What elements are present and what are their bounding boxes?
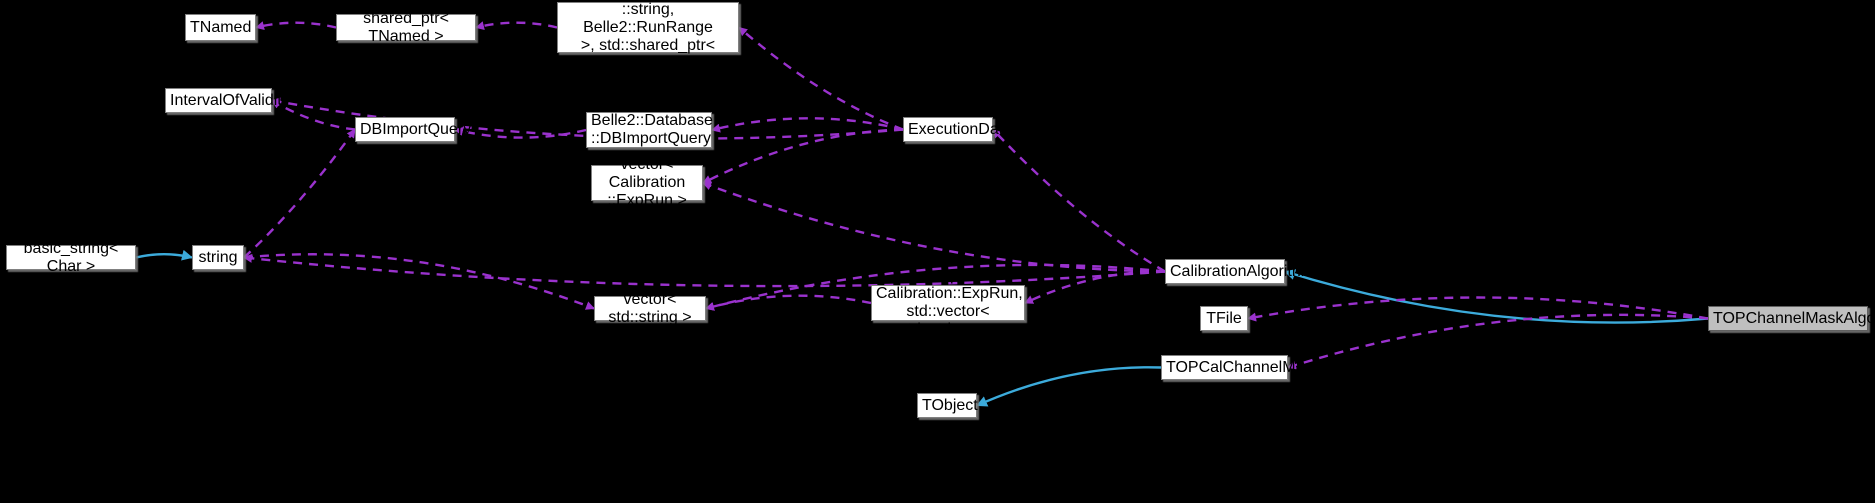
class-node-tnamed[interactable]: TNamed: [185, 14, 256, 41]
edge-topchannelmaskalg-to-calibrationalg: [1284, 269, 1709, 324]
class-node-shared_ptr_tnamed[interactable]: shared_ptr< TNamed >: [336, 10, 476, 45]
class-node-label: TOPChannelMaskAlgorithm: [1713, 309, 1875, 327]
edge-shared_ptr_tnamed-to-tnamed: [255, 21, 337, 31]
class-node-label: TObject: [922, 396, 978, 414]
edges-group: [135, 21, 1709, 407]
edge-map_exprun_vec-to-vector_string: [705, 294, 872, 311]
class-node-tfile[interactable]: TFile: [1200, 306, 1248, 331]
class-node-label: basic_string< Char >: [23, 239, 119, 275]
class-node-basic_string[interactable]: basic_string< Char >: [6, 240, 136, 275]
class-node-iov[interactable]: IntervalOfValidity: [165, 88, 290, 113]
class-node-label: vector< std::string >: [608, 290, 692, 326]
class-node-calibrationalg[interactable]: CalibrationAlgorithm: [1165, 259, 1315, 284]
class-node-map_pair[interactable]: map< std::pair< std ::string, Belle2::Ru…: [557, 1, 739, 72]
edge-calibrationalg-to-string: [243, 253, 1166, 288]
edge-calibrationalg-to-vector_exprun: [702, 181, 1166, 273]
edge-string-to-dbimportquery: [243, 128, 356, 259]
edge-calibrationalg-to-executiondata: [992, 128, 1166, 273]
edge-basic_string-to-string: [135, 249, 193, 261]
class-node-label: shared_ptr< TNamed >: [363, 9, 449, 45]
class-node-label: map< Calibration::ExpRun, std::vector< s…: [876, 267, 1023, 338]
class-node-label: list< Belle2::Database ::DBImportQuery >: [591, 94, 713, 165]
edge-executiondata-to-list_dbimport: [711, 117, 904, 133]
edge-calibrationalg-to-map_exprun_vec: [1024, 270, 1166, 305]
edge-list_dbimport-to-dbimportquery: [454, 127, 587, 139]
class-node-label: string: [198, 248, 238, 266]
class-node-vector_exprun[interactable]: vector< Calibration ::ExpRun >: [591, 156, 703, 209]
class-node-label: CalibrationAlgorithm: [1170, 262, 1315, 280]
class-node-topcalchannelmask[interactable]: TOPCalChannelMask: [1161, 355, 1321, 380]
class-node-tobject[interactable]: TObject: [917, 393, 978, 418]
class-node-label: TFile: [1206, 309, 1242, 327]
edge-string-to-vector_string: [243, 253, 595, 310]
class-node-executiondata[interactable]: ExecutionData: [903, 117, 1013, 142]
edge-topchannelmaskalg-to-tfile: [1247, 296, 1709, 322]
class-node-label: DBImportQuery: [360, 120, 472, 138]
class-node-string[interactable]: string: [192, 245, 244, 270]
class-node-label: ExecutionData: [908, 120, 1013, 138]
class-node-map_exprun_vec[interactable]: map< Calibration::ExpRun, std::vector< s…: [871, 267, 1025, 338]
edge-topchannelmaskalg-to-topcalchannelmask: [1287, 313, 1709, 370]
class-node-list_dbimport[interactable]: list< Belle2::Database ::DBImportQuery >: [586, 94, 713, 165]
class-node-label: TOPCalChannelMask: [1166, 358, 1321, 376]
class-node-label: map< std::pair< std ::string, Belle2::Ru…: [580, 0, 716, 72]
class-node-label: TNamed: [190, 18, 252, 36]
edge-map_pair-to-shared_ptr_tnamed: [475, 21, 558, 31]
class-node-dbimportquery[interactable]: DBImportQuery: [355, 117, 472, 142]
edge-executiondata-to-map_pair: [738, 26, 904, 131]
edge-calibrationalg-to-vector_string: [705, 263, 1166, 311]
edge-dbimportquery-to-iov: [271, 99, 356, 131]
class-node-topchannelmaskalg[interactable]: TOPChannelMaskAlgorithm: [1708, 306, 1875, 331]
class-node-label: IntervalOfValidity: [170, 91, 290, 109]
class-node-vector_string[interactable]: vector< std::string >: [594, 291, 706, 326]
edge-executiondata-to-vector_exprun: [702, 128, 904, 185]
class-node-label: vector< Calibration ::ExpRun >: [607, 156, 687, 209]
edge-topcalchannelmask-to-tobject: [976, 366, 1162, 407]
